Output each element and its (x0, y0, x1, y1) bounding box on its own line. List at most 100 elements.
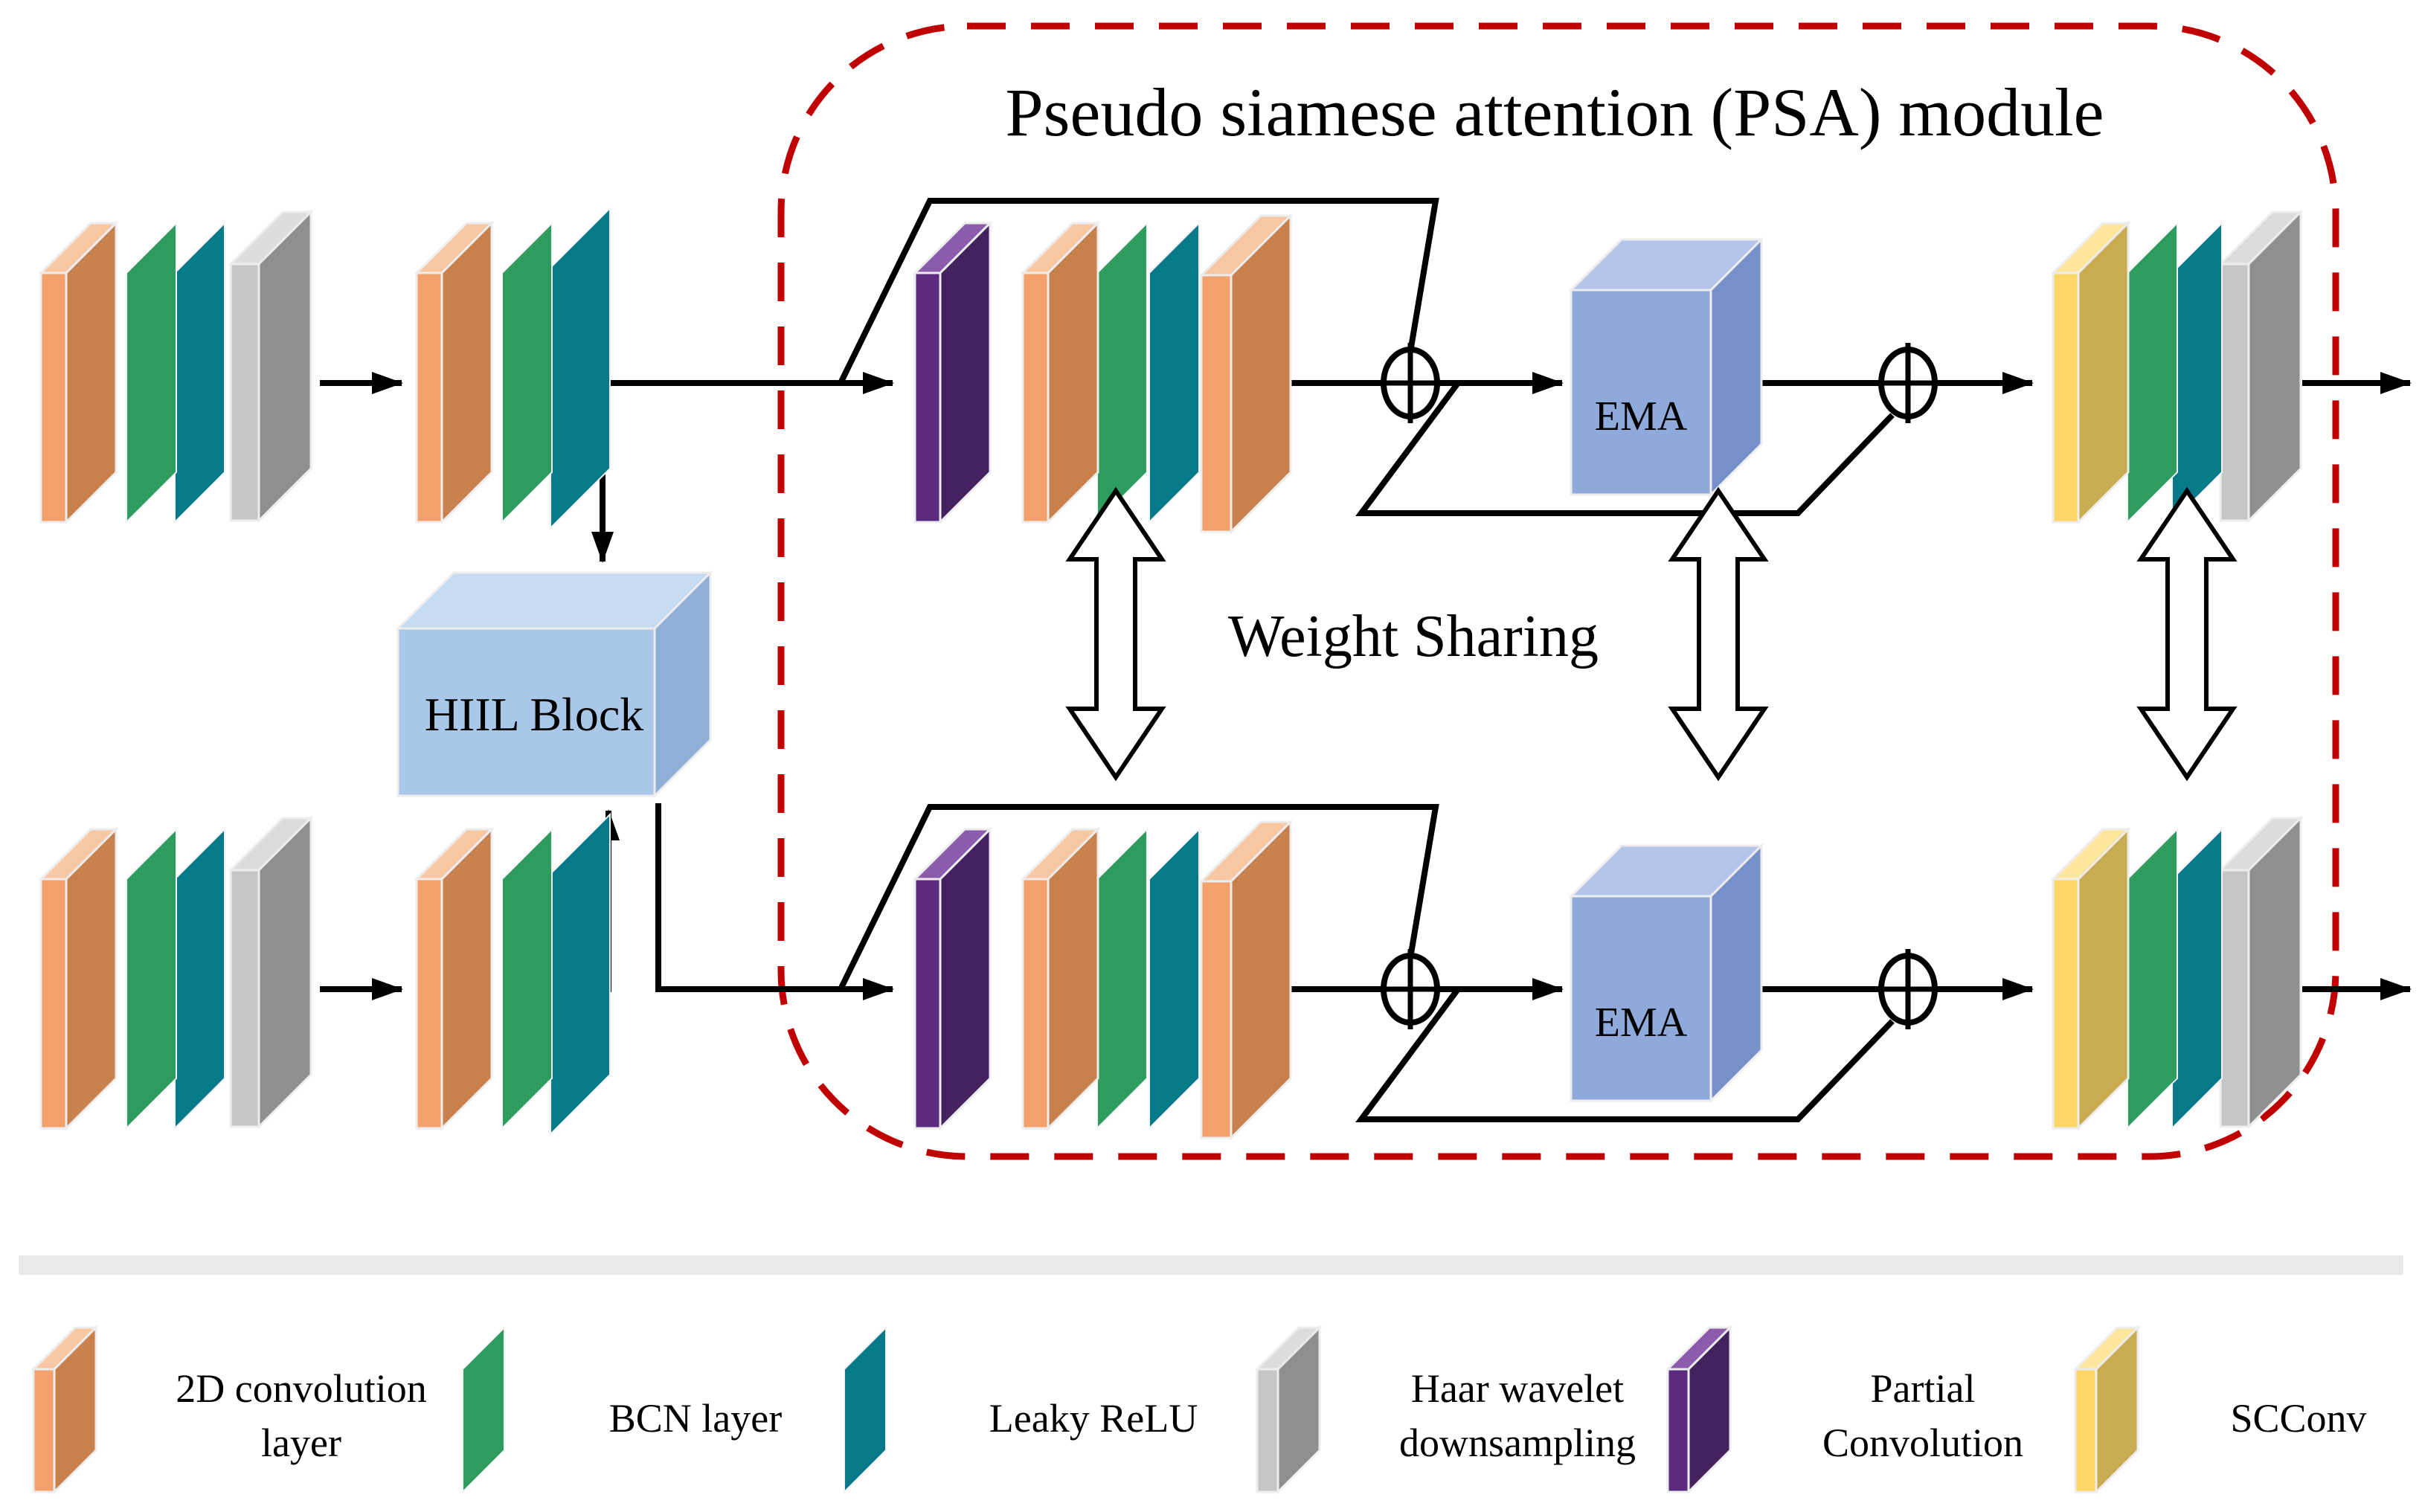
haar-layer-front (229, 869, 260, 1128)
hiil-block: HIIL Block (395, 570, 713, 799)
ema-front-face (1570, 895, 1712, 1102)
conv2d-legend-chip-front (32, 1368, 56, 1493)
conv2d-layer-front (1200, 880, 1233, 1139)
pconv-layer-front (913, 878, 942, 1130)
leaky_relu-layer (1149, 827, 1200, 1130)
legend-item-bcn: BCN layer (462, 1325, 782, 1494)
double-arrow-icon (2136, 486, 2238, 782)
conv2d-layer-side (440, 220, 493, 525)
hiil-front-face (396, 627, 656, 797)
conv2d-layer-front (415, 271, 443, 524)
scconv-layer-side (2077, 220, 2130, 525)
leaky_relu-layer (2171, 827, 2223, 1130)
conv2d-layer-side (1047, 826, 1099, 1131)
weight-sharing-arrows (1065, 486, 2238, 782)
layer-stacks (38, 206, 2304, 1141)
bcn-layer (126, 827, 177, 1130)
bcn-legend-chip (462, 1325, 505, 1494)
bcn-layer (1096, 221, 1148, 524)
leaky_relu-layer (2171, 221, 2223, 524)
conv2d-layer-side (65, 220, 118, 525)
ema-front-face (1570, 289, 1712, 496)
haar-layer-front (2219, 263, 2250, 522)
conv2d-layer-front (1200, 274, 1233, 533)
haar-layer-side (2247, 815, 2302, 1130)
conv-stack-bottom (414, 812, 611, 1136)
haar-layer-front (229, 263, 260, 522)
leaky_relu-layer (174, 827, 225, 1130)
input-stack-bottom (38, 815, 314, 1131)
hiil-block-label: HIIL Block (425, 688, 643, 741)
ema-label-top: EMA (1595, 393, 1688, 440)
ema-block-bottom: EMA (1568, 843, 1764, 1104)
skip-connection-top-2 (1355, 381, 1895, 516)
conv2d-layer-front (415, 878, 443, 1130)
leaky_relu-layer (174, 221, 225, 524)
psa-module-title: Pseudo siamese attention (PSA) module (1006, 74, 2104, 150)
input-stack-top (38, 209, 314, 525)
conv2d-layer-front (1021, 878, 1050, 1130)
bcn-layer (501, 221, 553, 524)
legend-label-scconv: SCConv (2230, 1396, 2366, 1441)
legend-label-bcn: BCN layer (609, 1396, 782, 1441)
bcn-layer (501, 827, 553, 1130)
legend-separator-bar (19, 1255, 2403, 1275)
psa-out-stack-top (2050, 209, 2304, 525)
legend-label-leaky_relu: Leaky ReLU (989, 1396, 1198, 1441)
haar-layer-side (257, 209, 312, 524)
pconv-legend-chip-front (1666, 1368, 1690, 1493)
add-circle-top-2 (1878, 343, 1938, 423)
bcn-layer (2127, 827, 2178, 1130)
leaky_relu-layer (1149, 221, 1200, 524)
conv2d-layer-front (1021, 271, 1050, 524)
pconv-layer-side (939, 826, 992, 1131)
legend-item-leaky_relu: Leaky ReLU (844, 1325, 1198, 1494)
psa-in-stack-top (912, 213, 1294, 535)
haar-layer-front (2219, 869, 2250, 1128)
skip-connection-bottom-2 (1355, 987, 1895, 1122)
conv2d-layer-side (440, 826, 493, 1131)
psa-out-stack-bottom (2050, 815, 2304, 1131)
conv2d-layer-side (65, 826, 118, 1131)
bcn-layer (1096, 827, 1148, 1130)
scconv-layer-front (2052, 271, 2080, 524)
leaky_relu-legend-chip (844, 1325, 887, 1494)
add-circle-top-1 (1381, 343, 1440, 423)
conv2d-layer-front (39, 878, 68, 1130)
conv2d-layer-side (1047, 220, 1099, 525)
add-operators (1381, 343, 1938, 1029)
ema-label-bottom: EMA (1595, 1000, 1688, 1046)
conv2d-layer-front (39, 271, 68, 524)
bcn-layer (2127, 221, 2178, 524)
conv-stack-top (414, 206, 611, 530)
weight-sharing-label: Weight Sharing (1228, 604, 1599, 669)
pconv-layer-side (939, 220, 992, 525)
pconv-layer-front (913, 271, 942, 524)
psa-in-stack-bottom (912, 819, 1294, 1141)
leaky_relu-layer (550, 812, 611, 1136)
scconv-legend-chip-front (2074, 1368, 2098, 1493)
arrow-hiil-into-psa-bottom (655, 803, 894, 1000)
double-arrow-icon (1668, 486, 1769, 782)
skip-connection-top-1 (838, 198, 1439, 385)
double-arrow-icon (1065, 486, 1166, 782)
legend-item-scconv: SCConv (2072, 1325, 2367, 1495)
scconv-layer-side (2077, 826, 2130, 1131)
haar-layer-side (2247, 209, 2302, 524)
ema-block-top: EMA (1568, 237, 1764, 498)
psa-module-boundary (777, 22, 2339, 1160)
add-circle-bottom-2 (1878, 949, 1938, 1029)
bcn-layer (126, 221, 177, 524)
add-circle-bottom-1 (1381, 949, 1440, 1029)
skip-connection-bottom-1 (838, 804, 1439, 991)
haar-layer-side (257, 815, 312, 1130)
haar-legend-chip-front (1256, 1368, 1279, 1493)
